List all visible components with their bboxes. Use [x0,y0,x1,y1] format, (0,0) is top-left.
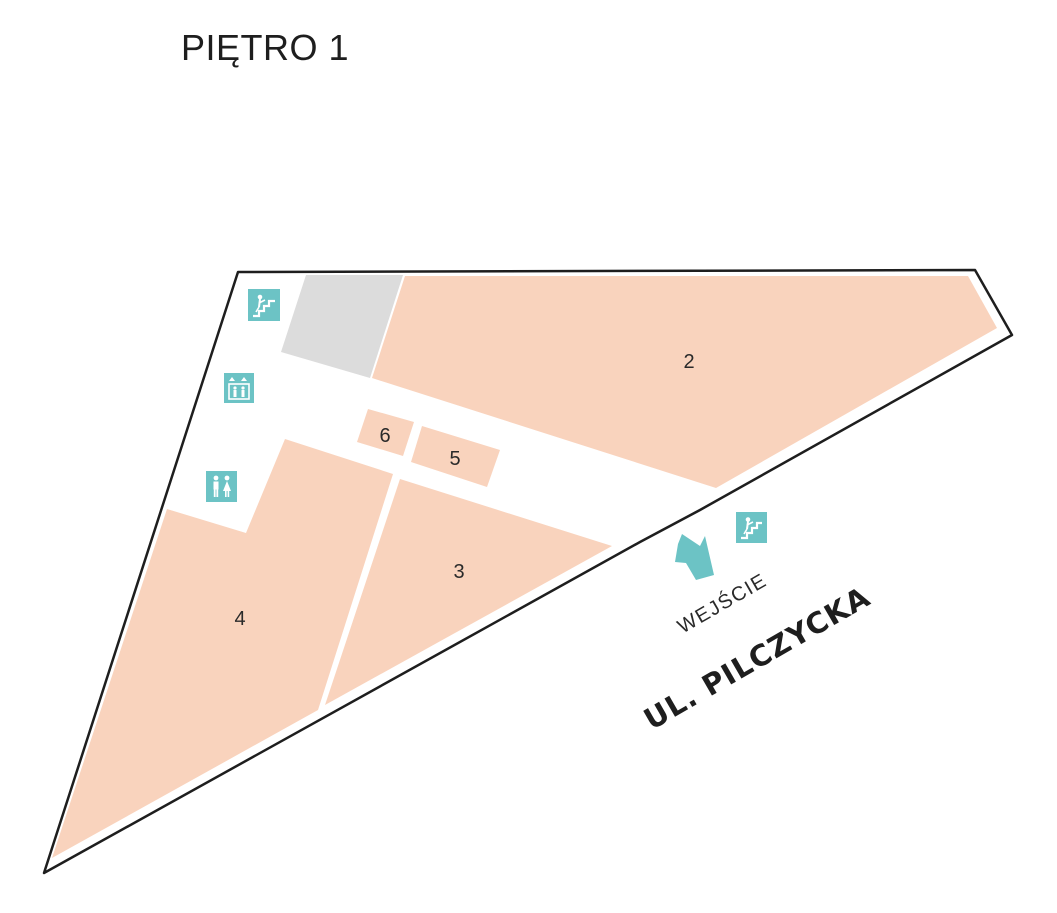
entrance-label: WEJŚCIE [673,568,771,638]
unit-5-label: 5 [449,448,460,470]
unit-2-label: 2 [683,351,694,373]
unit-6[interactable] [357,409,414,456]
stairs-icon [248,289,280,321]
stairs-icon [736,512,767,543]
unit-4-label: 4 [234,608,245,630]
elevator-icon [224,373,254,403]
floor-title: PIĘTRO 1 [181,27,350,68]
unit-4[interactable] [52,439,393,858]
unit-5[interactable] [411,426,500,487]
unit-3[interactable] [325,479,612,705]
service-area [281,275,403,378]
unit-2[interactable] [372,276,997,488]
street-name: UL. PILCZYCKA [638,579,876,736]
entrance-arrow-icon [675,534,714,580]
unit-3-label: 3 [453,561,464,583]
restroom-icon [206,471,237,502]
unit-6-label: 6 [379,425,390,447]
